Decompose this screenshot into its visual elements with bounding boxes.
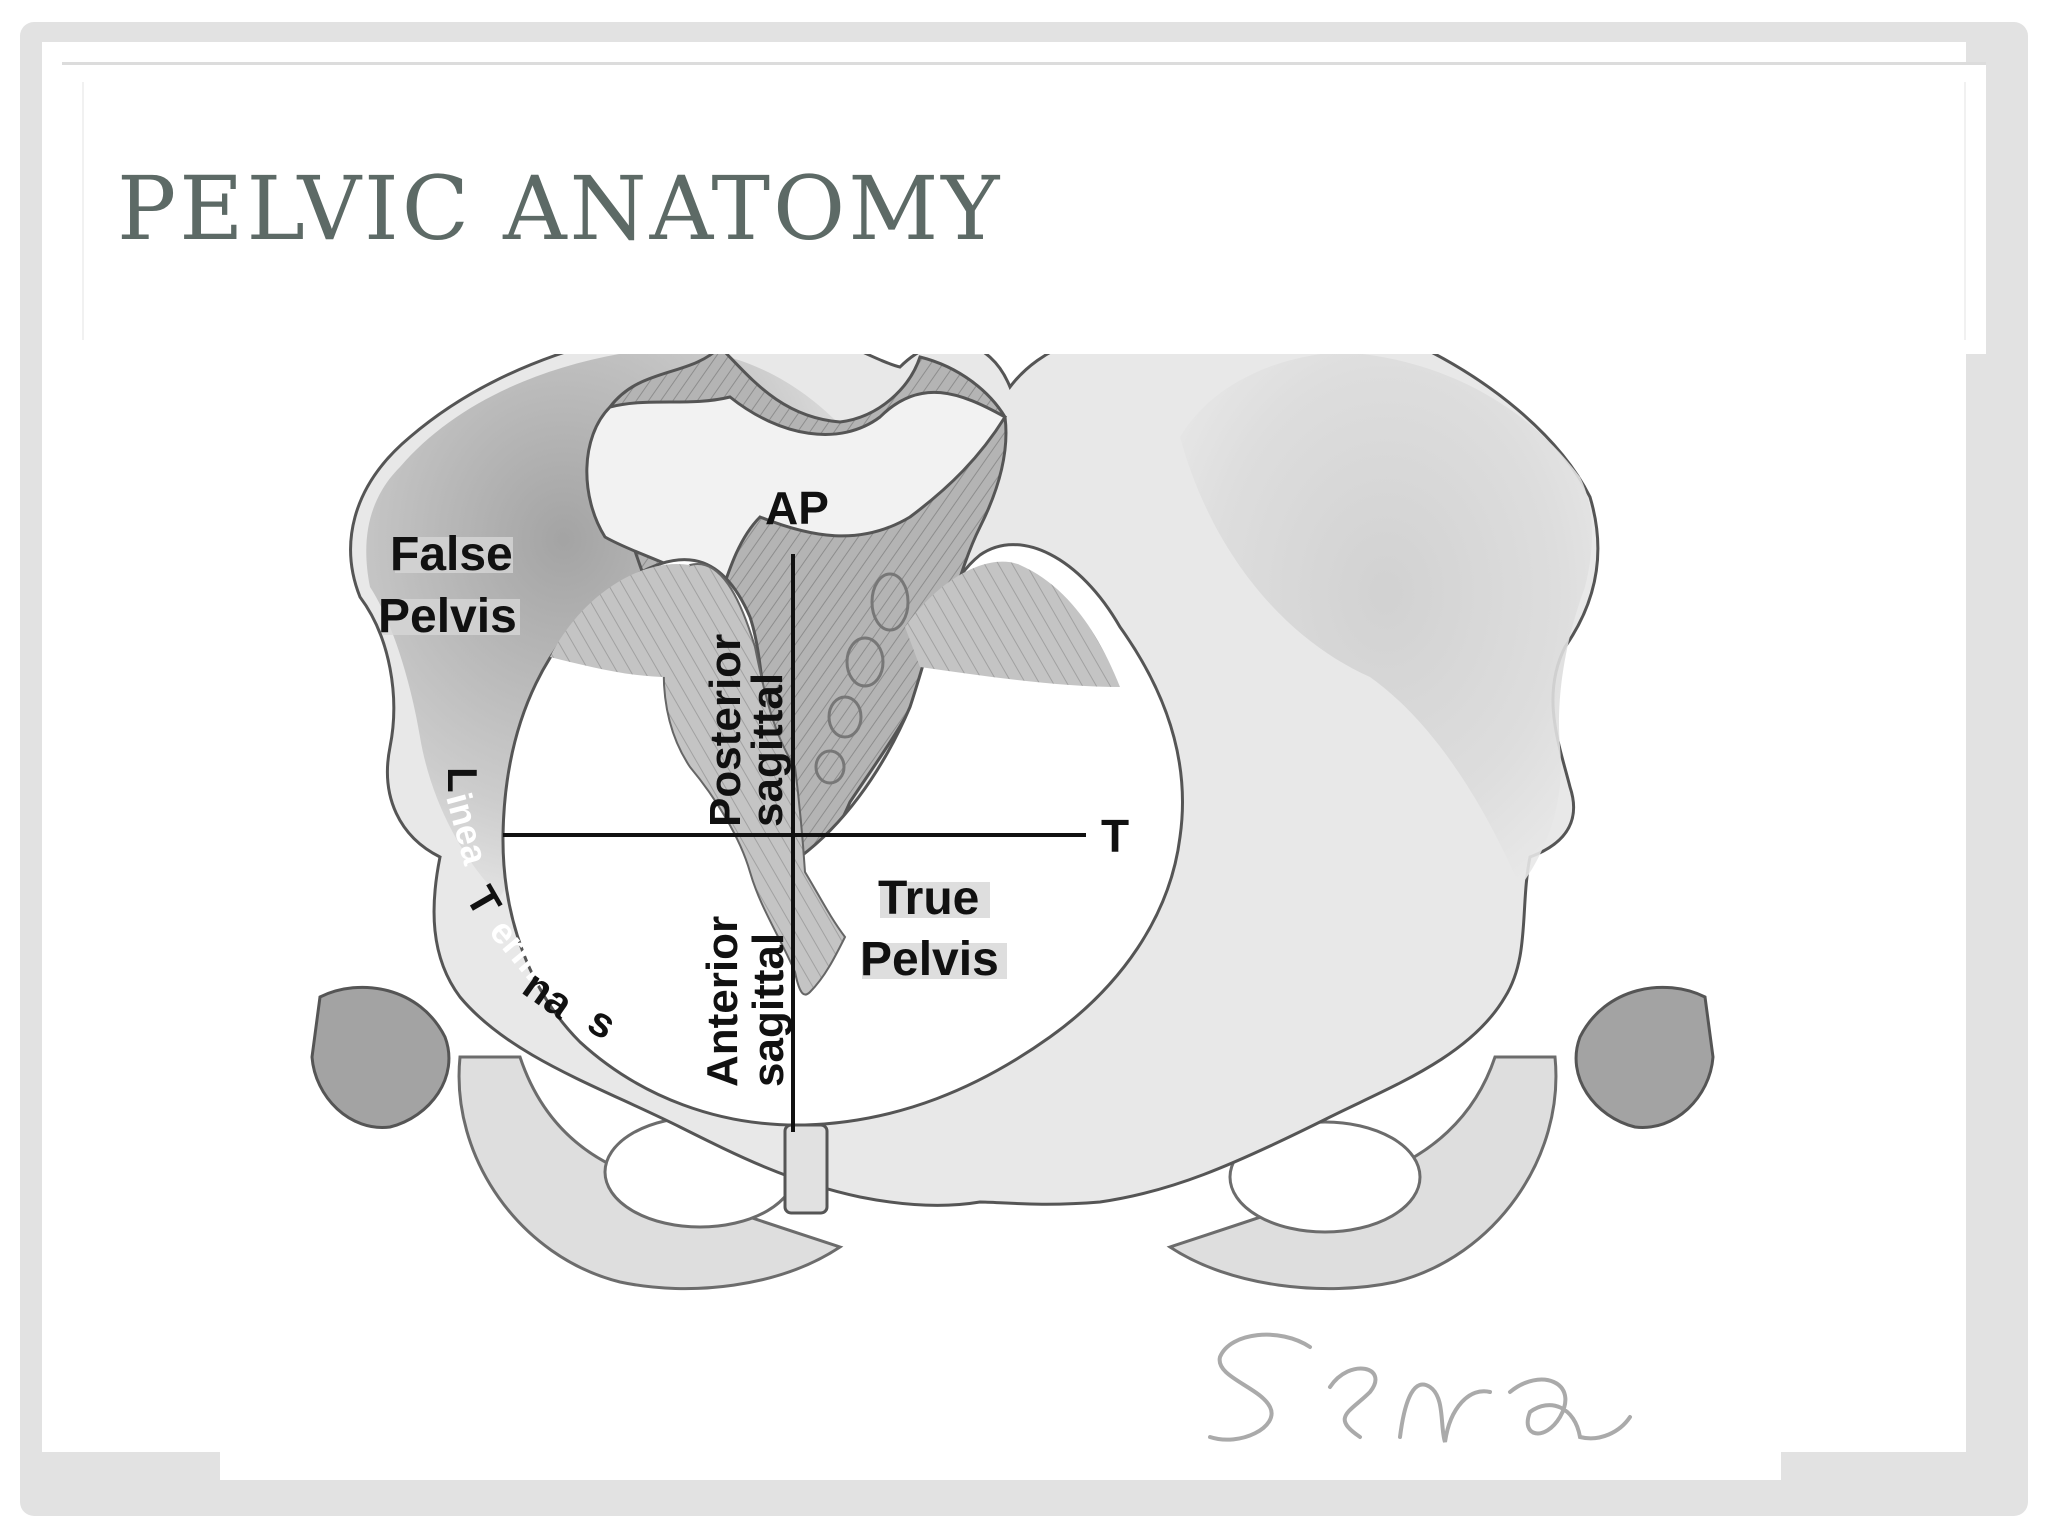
anterior-sagittal-label-line2: sagittal (744, 933, 793, 1087)
posterior-sagittal-label-line2: sagittal (743, 673, 792, 827)
false-pelvis-label-bg-2 (382, 599, 520, 635)
left-obturator-region (457, 1055, 844, 1291)
sacrum-overlap (662, 562, 847, 996)
sacral-promontory (585, 390, 1008, 600)
linea-terminalis-part-1: L (439, 767, 486, 793)
right-iliac-wing (1180, 352, 1592, 887)
pubic-symphysis (783, 1123, 829, 1215)
true-pelvis-label-bg (880, 882, 990, 918)
true-pelvis-label-bg-2 (862, 943, 1007, 979)
true-pelvis-label-line1: True (878, 872, 979, 925)
sacral-foramen-4 (814, 749, 846, 785)
sacrum-wing-right (905, 561, 1120, 687)
anterior-sagittal-label-line1: Anterior (698, 916, 747, 1087)
posterior-sagittal-label-line1: Posterior (701, 634, 750, 827)
true-pelvis-label-line2: Pelvis (860, 933, 999, 986)
t-label: T (1101, 810, 1129, 862)
right-obturator-region (1166, 1055, 1558, 1291)
title-inner-frame (82, 82, 1966, 340)
sacral-foramen-2 (845, 636, 885, 688)
slide-title: PELVIC ANATOMY (117, 157, 1003, 260)
ap-label: AP (765, 482, 829, 534)
pelvis-illustration: AP T False Pelvis True Pelvis Posterior … (220, 297, 1781, 1480)
sacral-foramen-3 (827, 695, 863, 739)
right-obturator-foramen (1228, 1120, 1422, 1234)
false-pelvis-label-line1: False (390, 528, 513, 581)
title-band: PELVIC ANATOMY (62, 62, 1986, 354)
right-acetabulum-shadow (1574, 985, 1715, 1129)
false-pelvis-label-bg (395, 537, 513, 573)
artist-signature (1208, 1332, 1632, 1443)
false-pelvis-label-line2: Pelvis (378, 590, 517, 643)
sacral-foramen-1 (870, 572, 910, 632)
left-acetabulum-shadow (310, 985, 451, 1129)
title-top-rule (62, 62, 1986, 65)
sacrum-wing-left (550, 563, 690, 677)
